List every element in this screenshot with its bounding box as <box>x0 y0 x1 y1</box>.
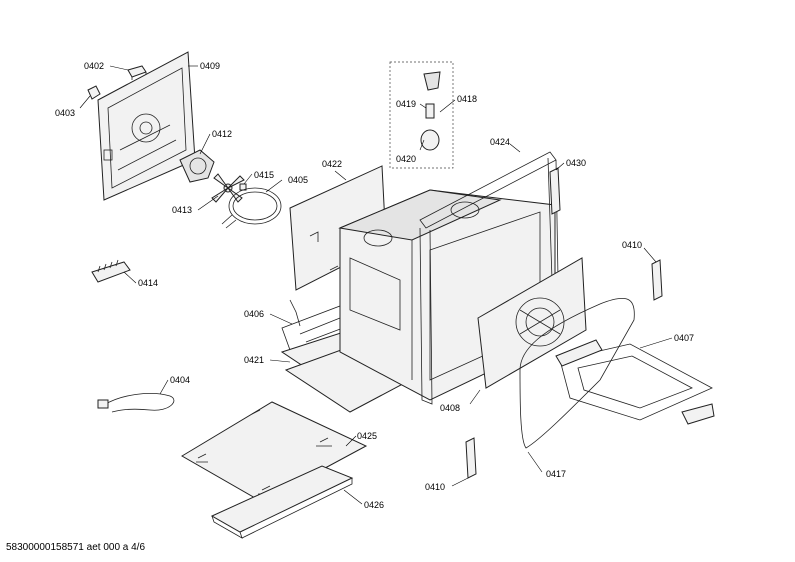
label-0424: 0424 <box>490 137 510 147</box>
label-0417: 0417 <box>546 469 566 479</box>
part-0412-fan-motor <box>179 149 215 183</box>
label-0410-top: 0410 <box>622 240 642 250</box>
part-0409-rear-panel <box>97 51 196 201</box>
part-0407-grill-element <box>555 339 715 425</box>
label-0407: 0407 <box>674 333 694 343</box>
label-0408: 0408 <box>440 403 460 413</box>
part-0403-clip <box>87 85 101 100</box>
document-footer: 58300000158571 aet 000 a 4/6 <box>6 542 146 553</box>
part-0405-ring-element <box>221 187 282 229</box>
label-0422: 0422 <box>322 159 342 169</box>
label-0405: 0405 <box>288 175 308 185</box>
part-0404-power-cable <box>97 393 175 413</box>
label-0403: 0403 <box>55 108 75 118</box>
part-0408-fan-cover <box>477 257 587 389</box>
label-0413: 0413 <box>172 205 192 215</box>
part-0413-fan-blade <box>211 173 245 203</box>
part-lamp-group <box>389 61 454 169</box>
label-0402: 0402 <box>84 61 104 71</box>
label-0421: 0421 <box>244 355 264 365</box>
label-0425: 0425 <box>357 431 377 441</box>
part-0410-bracket-top <box>651 259 663 301</box>
label-0409: 0409 <box>200 61 220 71</box>
part-0425-plate <box>181 401 368 503</box>
label-0410-bottom: 0410 <box>425 482 445 492</box>
part-0430-strip <box>549 167 561 215</box>
label-0414: 0414 <box>138 278 158 288</box>
label-0418: 0418 <box>457 94 477 104</box>
label-0412: 0412 <box>212 129 232 139</box>
leader-lines <box>79 65 673 505</box>
part-0414-terminal-block <box>91 259 131 283</box>
part-0410-bracket-bottom <box>465 437 477 479</box>
label-0406: 0406 <box>244 309 264 319</box>
label-0419: 0419 <box>396 99 416 109</box>
label-0430: 0430 <box>566 158 586 168</box>
part-0426-tray <box>210 465 354 539</box>
label-0426: 0426 <box>364 500 384 510</box>
label-0404: 0404 <box>170 375 190 385</box>
part-0417-top-element <box>519 298 635 449</box>
label-0420: 0420 <box>396 154 416 164</box>
label-0415: 0415 <box>254 170 274 180</box>
